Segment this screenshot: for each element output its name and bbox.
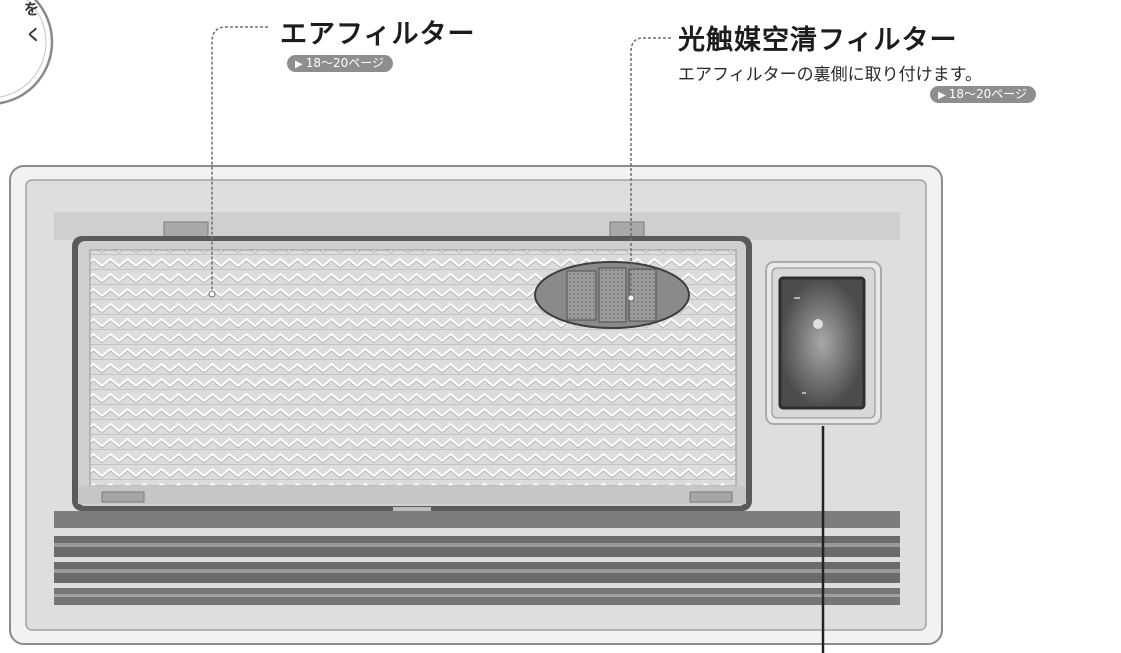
sensor-indicator bbox=[813, 319, 823, 329]
filter-grip-left bbox=[101, 491, 145, 503]
vent-header bbox=[54, 511, 900, 528]
control-panel bbox=[765, 261, 882, 425]
vent-slats bbox=[54, 536, 900, 605]
photocatalyst-filter-page-reference[interactable]: ▶18～20ページ bbox=[930, 86, 1037, 103]
photocatalyst-filter-description: エアフィルターの裏側に取り付けます。 bbox=[678, 65, 982, 85]
photocatalyst-leader-line bbox=[630, 37, 671, 298]
corner-badge-text-1: を bbox=[24, 0, 39, 18]
corner-badge: を く bbox=[0, 0, 54, 105]
corner-badge-text-2: く bbox=[26, 26, 41, 44]
hinge-tab-left bbox=[163, 221, 209, 239]
air-filter-leader-dot bbox=[208, 290, 216, 298]
page-reference-arrow-icon: ▶ bbox=[295, 59, 303, 70]
filter-frame-bottom-rail bbox=[78, 486, 746, 504]
air-filter-title: エアフィルター bbox=[280, 19, 476, 50]
air-filter-page-reference-label: 18～20ページ bbox=[305, 56, 385, 70]
filter-grip-right bbox=[689, 491, 733, 503]
page-reference-arrow-icon: ▶ bbox=[938, 90, 946, 101]
photocatalyst-filter-page-reference-label: 18～20ページ bbox=[948, 87, 1028, 101]
air-filter-page-reference[interactable]: ▶18～20ページ bbox=[287, 55, 394, 72]
photocatalyst-filter-title: 光触媒空清フィルター bbox=[678, 25, 958, 56]
photocatalyst-filter bbox=[534, 261, 690, 329]
air-filter-leader-line bbox=[211, 26, 268, 294]
hinge-tab-right bbox=[609, 221, 645, 239]
photocatalyst-leader-dot bbox=[627, 294, 635, 302]
